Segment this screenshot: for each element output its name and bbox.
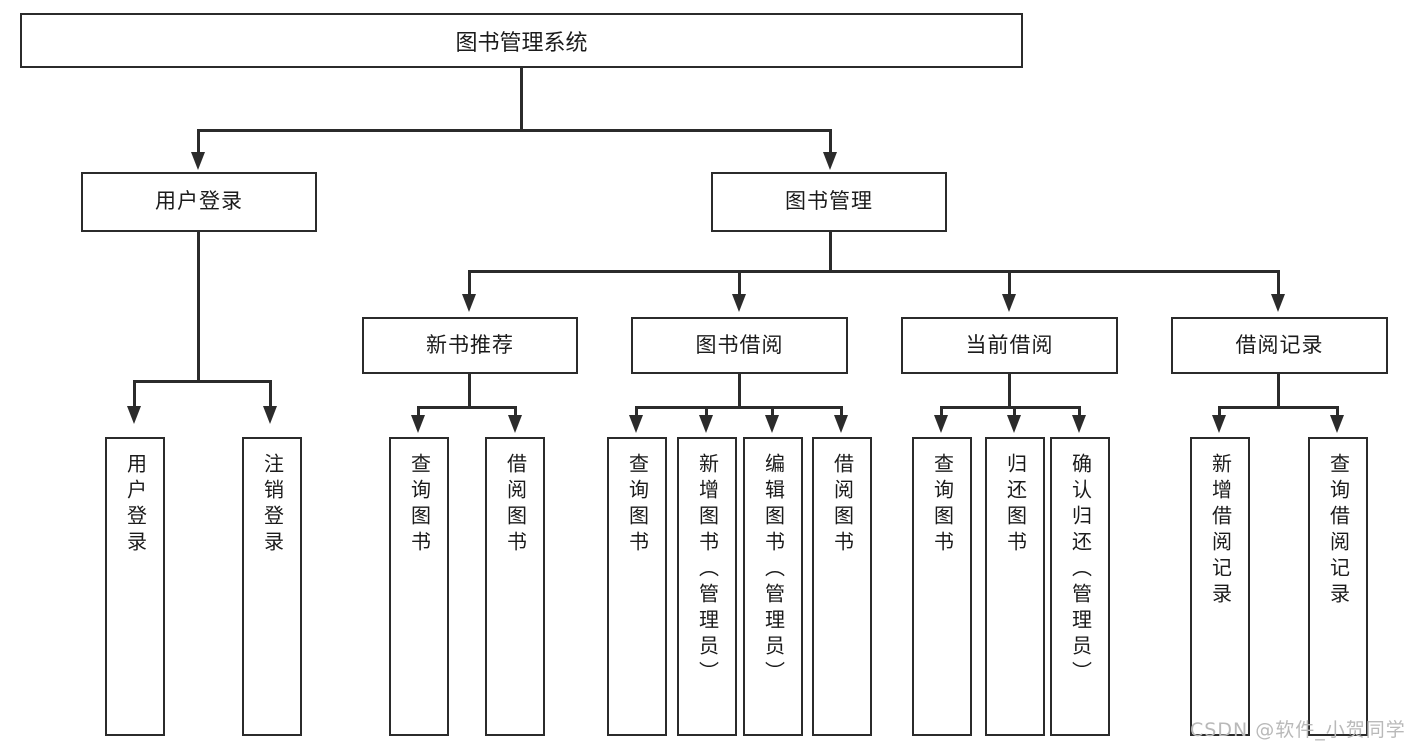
node-label: 新增图书（管理员） bbox=[695, 453, 720, 687]
node-label: 归还图书 bbox=[1003, 453, 1028, 557]
node-label: 借阅记录 bbox=[1235, 332, 1324, 357]
connector-borrow-record-drop-1 bbox=[1218, 406, 1221, 418]
connector-book-borrow-drop-1 bbox=[635, 406, 638, 418]
node-leaf-confirm-return[interactable]: 确认归还（管理员） bbox=[1050, 437, 1110, 736]
node-book-borrow[interactable]: 图书借阅 bbox=[631, 317, 848, 374]
connector-book-borrow-stem bbox=[738, 374, 741, 408]
connector-new-book-rec-stem bbox=[468, 374, 471, 408]
arrow-to-leaf-add-record bbox=[1212, 415, 1226, 433]
connector-new-book-rec-drop-1 bbox=[417, 406, 420, 418]
arrow-to-book-borrow bbox=[732, 294, 746, 312]
node-label: 查询图书 bbox=[930, 453, 955, 557]
connector-book-borrow-bus bbox=[635, 406, 843, 409]
connector-current-borrow-drop-3 bbox=[1078, 406, 1081, 418]
arrow-to-new-book-rec bbox=[462, 294, 476, 312]
connector-user-login-drop-2 bbox=[269, 380, 272, 408]
connector-book-borrow-drop-4 bbox=[840, 406, 843, 418]
arrow-to-leaf-return-book bbox=[1007, 415, 1021, 433]
node-new-book-rec[interactable]: 新书推荐 bbox=[362, 317, 578, 374]
arrow-to-leaf-borrow-book-2 bbox=[834, 415, 848, 433]
csdn-watermark: CSDN @软件_小贺同学 bbox=[1190, 719, 1405, 741]
connector-current-borrow-bus bbox=[940, 406, 1081, 409]
node-borrow-record[interactable]: 借阅记录 bbox=[1171, 317, 1388, 374]
connector-book-borrow-drop-2 bbox=[705, 406, 708, 418]
connector-level1-drop-right bbox=[829, 129, 832, 154]
node-leaf-user-login[interactable]: 用户登录 bbox=[105, 437, 165, 736]
connector-level3-drop-1 bbox=[468, 270, 471, 295]
node-label: 查询图书 bbox=[625, 453, 650, 557]
arrow-to-leaf-borrow-book-1 bbox=[508, 415, 522, 433]
node-leaf-query-book-2[interactable]: 查询图书 bbox=[607, 437, 667, 736]
node-label: 确认归还（管理员） bbox=[1068, 453, 1093, 687]
node-leaf-query-book-3[interactable]: 查询图书 bbox=[912, 437, 972, 736]
connector-level3-drop-4 bbox=[1277, 270, 1280, 295]
node-label: 图书管理系统 bbox=[455, 30, 588, 56]
arrow-to-borrow-record bbox=[1271, 294, 1285, 312]
connector-borrow-record-bus bbox=[1218, 406, 1338, 409]
connector-new-book-rec-bus bbox=[417, 406, 516, 409]
node-label: 用户登录 bbox=[155, 189, 243, 214]
connector-book-borrow-drop-3 bbox=[771, 406, 774, 418]
node-label: 新书推荐 bbox=[426, 332, 514, 357]
connector-level3-drop-2 bbox=[738, 270, 741, 295]
node-leaf-add-book[interactable]: 新增图书（管理员） bbox=[677, 437, 737, 736]
connector-borrow-record-drop-2 bbox=[1336, 406, 1339, 418]
arrow-to-leaf-query-book-2 bbox=[629, 415, 643, 433]
node-label: 查询借阅记录 bbox=[1326, 453, 1351, 609]
node-leaf-query-record[interactable]: 查询借阅记录 bbox=[1308, 437, 1368, 736]
node-label: 图书管理 bbox=[785, 189, 873, 214]
node-label: 当前借阅 bbox=[965, 332, 1054, 357]
connector-level3-bus bbox=[468, 270, 1279, 273]
node-label: 借阅图书 bbox=[830, 453, 855, 557]
arrow-to-leaf-query-book-1 bbox=[411, 415, 425, 433]
node-label: 新增借阅记录 bbox=[1208, 453, 1233, 609]
node-label: 图书借阅 bbox=[695, 332, 784, 357]
arrow-to-user-login bbox=[191, 152, 205, 170]
arrow-to-current-borrow bbox=[1002, 294, 1016, 312]
arrow-to-leaf-confirm-return bbox=[1072, 415, 1086, 433]
connector-user-login-drop-1 bbox=[133, 380, 136, 408]
arrow-to-leaf-logout bbox=[263, 406, 277, 424]
node-label: 用户登录 bbox=[123, 453, 148, 557]
connector-root-stem bbox=[520, 68, 523, 130]
arrow-to-book-manage bbox=[823, 152, 837, 170]
connector-book-manage-stem bbox=[829, 232, 832, 272]
connector-current-borrow-drop-1 bbox=[940, 406, 943, 418]
node-label: 编辑图书（管理员） bbox=[761, 453, 786, 687]
arrow-to-leaf-query-book-3 bbox=[934, 415, 948, 433]
node-label: 借阅图书 bbox=[503, 453, 528, 557]
arrow-to-leaf-add-book bbox=[699, 415, 713, 433]
arrow-to-leaf-edit-book bbox=[765, 415, 779, 433]
connector-current-borrow-stem bbox=[1008, 374, 1011, 408]
node-leaf-edit-book[interactable]: 编辑图书（管理员） bbox=[743, 437, 803, 736]
node-user-login[interactable]: 用户登录 bbox=[81, 172, 317, 232]
node-leaf-query-book-1[interactable]: 查询图书 bbox=[389, 437, 449, 736]
node-current-borrow[interactable]: 当前借阅 bbox=[901, 317, 1118, 374]
connector-borrow-record-stem bbox=[1277, 374, 1280, 408]
node-leaf-add-record[interactable]: 新增借阅记录 bbox=[1190, 437, 1250, 736]
node-leaf-logout[interactable]: 注销登录 bbox=[242, 437, 302, 736]
connector-user-login-bus bbox=[133, 380, 269, 383]
node-label: 注销登录 bbox=[260, 453, 285, 557]
node-book-manage[interactable]: 图书管理 bbox=[711, 172, 947, 232]
arrow-to-leaf-user-login bbox=[127, 406, 141, 424]
arrow-to-leaf-query-record bbox=[1330, 415, 1344, 433]
node-leaf-return-book[interactable]: 归还图书 bbox=[985, 437, 1045, 736]
connector-new-book-rec-drop-2 bbox=[514, 406, 517, 418]
node-leaf-borrow-book-2[interactable]: 借阅图书 bbox=[812, 437, 872, 736]
connector-current-borrow-drop-2 bbox=[1013, 406, 1016, 418]
connector-user-login-stem bbox=[197, 232, 200, 382]
node-root-system[interactable]: 图书管理系统 bbox=[20, 13, 1023, 68]
connector-level3-drop-3 bbox=[1008, 270, 1011, 295]
node-leaf-borrow-book-1[interactable]: 借阅图书 bbox=[485, 437, 545, 736]
node-label: 查询图书 bbox=[407, 453, 432, 557]
connector-level1-bus bbox=[197, 129, 831, 132]
connector-level1-drop-left bbox=[197, 129, 200, 154]
